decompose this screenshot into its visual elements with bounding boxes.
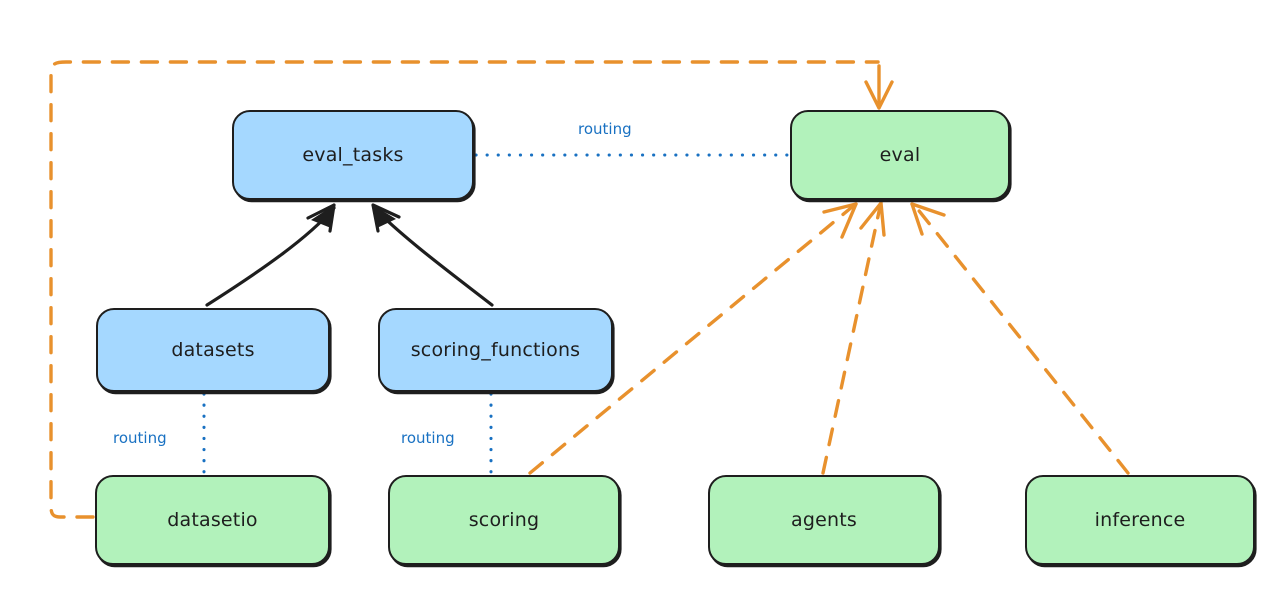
node-label-datasetio: datasetio: [167, 508, 258, 531]
node-eval-tasks[interactable]: eval_tasks: [232, 110, 474, 200]
node-inference[interactable]: inference: [1025, 475, 1255, 565]
node-scoring[interactable]: scoring: [388, 475, 620, 565]
node-eval[interactable]: eval: [790, 110, 1010, 200]
node-label-eval: eval: [879, 143, 921, 166]
edge-datasets-to-eval-tasks: [205, 203, 336, 307]
node-label-scoring-functions: scoring_functions: [410, 338, 581, 361]
edge-label-routing-eval-tasks: routing: [578, 120, 632, 138]
node-label-agents: agents: [791, 508, 857, 531]
edge-agents-to-eval: [821, 201, 886, 475]
edge-label-routing-datasets: routing: [113, 429, 167, 447]
node-datasetio[interactable]: datasetio: [95, 475, 330, 565]
node-label-scoring: scoring: [468, 508, 540, 531]
node-label-datasets: datasets: [171, 338, 255, 361]
edge-label-routing-scoring-functions: routing: [401, 429, 455, 447]
node-label-inference: inference: [1094, 508, 1186, 531]
edge-inference-to-eval: [910, 202, 1130, 475]
node-scoring-functions[interactable]: scoring_functions: [378, 308, 613, 392]
node-agents[interactable]: agents: [708, 475, 940, 565]
node-datasets[interactable]: datasets: [96, 308, 330, 392]
node-label-eval-tasks: eval_tasks: [302, 143, 404, 166]
edge-scoring-functions-to-eval-tasks: [371, 203, 494, 307]
